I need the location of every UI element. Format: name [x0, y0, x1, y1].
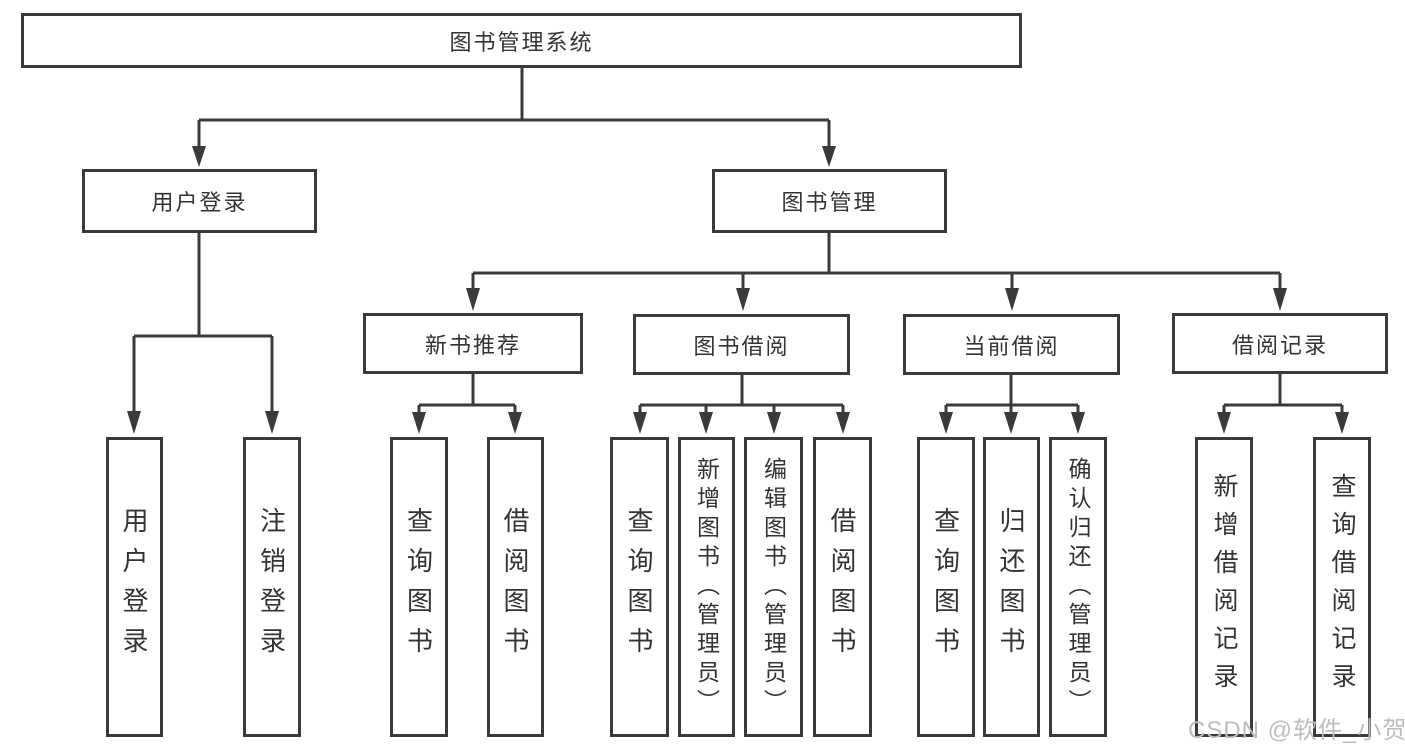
leaf-borrow-books-label: 借阅图书 — [827, 507, 857, 667]
arrow-down-icon — [939, 412, 953, 434]
node-user-login: 用户登录 — [82, 169, 317, 233]
node-user-login-label: 用户登录 — [151, 190, 248, 215]
leaf-confirm-return-admin: 确认归还（管理员） — [1049, 437, 1107, 737]
leaf-add-borrow-record-label: 新增借阅记录 — [1210, 473, 1238, 701]
branch-book-management — [466, 233, 1287, 311]
arrow-down-icon — [1273, 288, 1287, 311]
arrow-down-icon — [466, 288, 480, 311]
leaf-borrow-query-books: 查询图书 — [610, 437, 669, 737]
arrow-down-icon — [1335, 412, 1349, 434]
arrow-down-icon — [1004, 412, 1018, 434]
node-new-book-recommend: 新书推荐 — [363, 313, 583, 374]
arrow-down-icon — [508, 412, 522, 434]
node-book-borrow: 图书借阅 — [633, 314, 850, 375]
leaf-add-borrow-record: 新增借阅记录 — [1195, 437, 1253, 737]
node-library-system: 图书管理系统 — [21, 13, 1022, 68]
leaf-newbook-borrow-books-label: 借阅图书 — [500, 507, 530, 667]
node-current-borrow-label: 当前借阅 — [963, 333, 1060, 359]
leaf-logout: 注销登录 — [243, 437, 301, 737]
node-new-book-recommend-label: 新书推荐 — [424, 332, 521, 358]
leaf-borrow-books: 借阅图书 — [813, 437, 872, 737]
leaf-user-login-label: 用户登录 — [119, 507, 149, 667]
leaf-return-books-label: 归还图书 — [996, 507, 1026, 667]
leaf-newbook-borrow-books: 借阅图书 — [487, 437, 544, 737]
arrow-down-icon — [265, 411, 279, 434]
branch-root — [192, 68, 836, 167]
node-current-borrow: 当前借阅 — [903, 314, 1120, 375]
node-library-system-label: 图书管理系统 — [449, 29, 594, 55]
branch-new-book — [412, 374, 522, 434]
branch-user-login — [127, 233, 279, 434]
branch-borrow-records — [1217, 374, 1349, 434]
arrow-down-icon — [822, 146, 836, 167]
leaf-query-borrow-record: 查询借阅记录 — [1313, 437, 1371, 737]
leaf-current-query-books-label: 查询图书 — [930, 507, 961, 667]
arrow-down-icon — [1217, 412, 1231, 434]
node-book-management-label: 图书管理 — [781, 190, 878, 215]
node-book-management: 图书管理 — [712, 169, 947, 233]
leaf-add-books-admin-label: 新增图书（管理员） — [693, 456, 720, 718]
arrow-down-icon — [1071, 412, 1085, 434]
arrow-down-icon — [699, 412, 713, 434]
leaf-add-books-admin: 新增图书（管理员） — [678, 437, 735, 737]
leaf-logout-label: 注销登录 — [256, 507, 287, 667]
leaf-confirm-return-admin-label: 确认归还（管理员） — [1065, 456, 1091, 718]
branch-current-borrow — [939, 375, 1085, 434]
node-borrow-records: 借阅记录 — [1172, 313, 1388, 374]
leaf-current-query-books: 查询图书 — [917, 437, 975, 737]
arrow-down-icon — [412, 412, 426, 434]
arrow-down-icon — [736, 288, 750, 311]
node-borrow-records-label: 借阅记录 — [1231, 332, 1328, 358]
arrow-down-icon — [836, 412, 850, 434]
arrow-down-icon — [192, 146, 206, 167]
leaf-newbook-query-books-label: 查询图书 — [403, 507, 434, 667]
leaf-borrow-query-books-label: 查询图书 — [624, 507, 654, 667]
leaf-newbook-query-books: 查询图书 — [390, 437, 448, 737]
leaf-user-login: 用户登录 — [106, 437, 163, 737]
arrow-down-icon — [767, 412, 781, 434]
node-book-borrow-label: 图书借阅 — [693, 333, 790, 359]
leaf-return-books: 归还图书 — [983, 437, 1040, 737]
arrow-down-icon — [633, 412, 647, 434]
leaf-edit-books-admin: 编辑图书（管理员） — [744, 437, 803, 737]
arrow-down-icon — [127, 411, 141, 434]
arrow-down-icon — [1005, 288, 1019, 311]
csdn-watermark: CSDN @软件_小贺同学 — [1188, 717, 1405, 744]
leaf-query-borrow-record-label: 查询借阅记录 — [1328, 473, 1356, 701]
branch-book-borrow — [633, 375, 850, 434]
leaf-edit-books-admin-label: 编辑图书（管理员） — [760, 456, 787, 718]
